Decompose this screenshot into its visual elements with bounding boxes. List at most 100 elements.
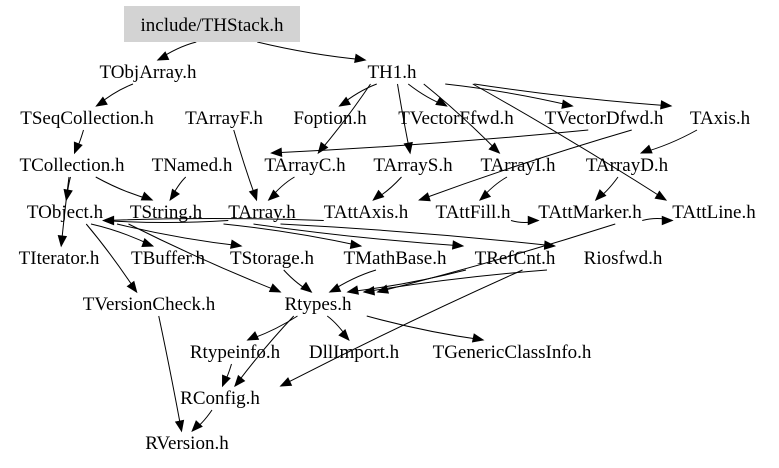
edge-TRefCnt-to-Rtypes (347, 269, 467, 293)
node-Rtypes[interactable]: Rtypes.h (284, 294, 352, 315)
edge-Riosfwd-to-RConfig (280, 269, 523, 387)
arrowhead-icon (300, 281, 313, 293)
node-TBuffer[interactable]: TBuffer.h (131, 248, 206, 269)
arrowhead-icon (174, 419, 185, 433)
edge-TAttAxis-to-TObject (103, 218, 324, 221)
edge-TAxis-to-TAttAxis (419, 129, 632, 201)
arrowhead-icon (234, 374, 246, 388)
edge-TAxis-to-TNamed (271, 129, 589, 154)
arrowhead-icon (654, 190, 668, 201)
arrowhead-icon (140, 191, 154, 201)
node-TVectorDfwd[interactable]: TVectorDfwd.h (545, 108, 664, 129)
arrowhead-icon (354, 53, 367, 63)
arrowhead-icon (126, 280, 138, 294)
node-TString[interactable]: TString.h (130, 202, 203, 223)
node-TH1[interactable]: TH1.h (367, 62, 417, 83)
arrowhead-icon (639, 144, 653, 154)
node-TArrayD[interactable]: TArrayD.h (586, 155, 669, 176)
arrowhead-icon (191, 420, 203, 432)
node-TAttMarker[interactable]: TAttMarker.h (538, 202, 642, 223)
arrowhead-icon (73, 141, 83, 155)
edge-TVersionCheck-to-RVersion (158, 315, 183, 432)
edge-TString-to-Riosfwd (280, 223, 555, 247)
arrowhead-icon (338, 96, 351, 107)
arrowhead-icon (328, 283, 342, 293)
arrowhead-icon (561, 99, 574, 109)
node-TAttAxis[interactable]: TAttAxis.h (324, 202, 409, 223)
arrowhead-icon (478, 189, 492, 201)
edge-TArray-to-TObject (103, 220, 229, 223)
arrowhead-icon (102, 215, 115, 226)
arrowhead-icon (338, 329, 350, 342)
arrowhead-icon (221, 374, 231, 388)
arrowhead-icon (451, 240, 465, 250)
node-Foption[interactable]: Foption.h (293, 108, 367, 129)
edge-TAttLine-to-Rtypes (377, 223, 616, 293)
node-TAttLine[interactable]: TAttLine.h (672, 202, 756, 223)
edge-TString-to-TRefCnt (253, 223, 463, 247)
arrowhead-icon (246, 331, 260, 341)
edge-Rtypes-to-TGenericClassInfo (366, 315, 484, 341)
arrowhead-icon (346, 285, 359, 295)
arrowhead-icon (230, 239, 243, 249)
arrowhead-icon (594, 189, 607, 201)
arrowhead-icon (63, 188, 73, 202)
node-TNamed[interactable]: TNamed.h (152, 155, 233, 176)
node-TCollection[interactable]: TCollection.h (19, 155, 125, 176)
arrowhead-icon (156, 51, 170, 61)
arrowhead-icon (267, 189, 280, 201)
arrowhead-icon (471, 333, 485, 343)
node-TAttFill[interactable]: TAttFill.h (435, 202, 511, 223)
node-TObject[interactable]: TObject.h (27, 202, 104, 223)
root-node-box (124, 6, 300, 42)
arrowhead-icon (435, 96, 448, 107)
node-TGenericClassInfo[interactable]: TGenericClassInfo.h (433, 342, 592, 363)
arrowhead-icon (349, 239, 363, 250)
node-TVectorFfwd[interactable]: TVectorFfwd.h (398, 108, 514, 129)
arrowhead-icon (270, 147, 283, 157)
arrowhead-icon (268, 283, 282, 293)
node-TRefCnt[interactable]: TRefCnt.h (475, 248, 556, 269)
edge-TObject-to-TStorage (116, 223, 242, 247)
arrowhead-icon (488, 142, 501, 154)
node-TSeqCollection[interactable]: TSeqCollection.h (20, 108, 154, 129)
arrowhead-icon (660, 100, 673, 110)
arrowhead-icon (362, 286, 375, 296)
edge-TArrayF-to-TArray (233, 129, 258, 201)
edge-TH1-to-TAttLine (472, 83, 667, 201)
node-TMathBase[interactable]: TMathBase.h (344, 248, 447, 269)
node-TObjArray[interactable]: TObjArray.h (99, 62, 197, 83)
arrowhead-icon (248, 188, 258, 202)
node-THStack[interactable]: include/THStack.h (141, 15, 284, 36)
node-RConfig[interactable]: RConfig.h (180, 388, 260, 409)
node-TArrayC[interactable]: TArrayC.h (264, 155, 346, 176)
node-DllImport[interactable]: DllImport.h (309, 342, 400, 363)
edge-TString-to-TMathBase (223, 223, 362, 247)
arrowhead-icon (376, 284, 390, 294)
arrowhead-icon (169, 188, 180, 202)
edge-THStack-to-TH1 (257, 41, 366, 61)
arrowhead-icon (57, 235, 68, 248)
node-Rtypeinfo[interactable]: Rtypeinfo.h (190, 342, 281, 363)
node-Riosfwd[interactable]: Riosfwd.h (584, 248, 663, 269)
arrowhead-icon (527, 215, 540, 226)
arrowhead-icon (661, 215, 674, 226)
arrowhead-icon (372, 189, 385, 201)
edge-TH1-to-TAxis (474, 83, 672, 107)
edge-TH1-to-TVectorDfwd (445, 83, 573, 107)
node-RVersion[interactable]: RVersion.h (145, 433, 229, 454)
arrowhead-icon (95, 96, 108, 107)
node-TIterator[interactable]: TIterator.h (19, 248, 100, 269)
node-TArrayS[interactable]: TArrayS.h (373, 155, 453, 176)
node-TArray[interactable]: TArray.h (228, 202, 296, 223)
node-TAxis[interactable]: TAxis.h (690, 108, 751, 129)
arrowhead-icon (279, 377, 293, 387)
node-TArrayI[interactable]: TArrayI.h (481, 155, 556, 176)
node-TStorage[interactable]: TStorage.h (230, 248, 314, 269)
arrowhead-icon (403, 141, 413, 155)
node-TVersionCheck[interactable]: TVersionCheck.h (83, 294, 216, 315)
arrowhead-icon (543, 240, 557, 250)
node-TArrayF[interactable]: TArrayF.h (185, 108, 263, 129)
arrowhead-icon (141, 238, 155, 247)
